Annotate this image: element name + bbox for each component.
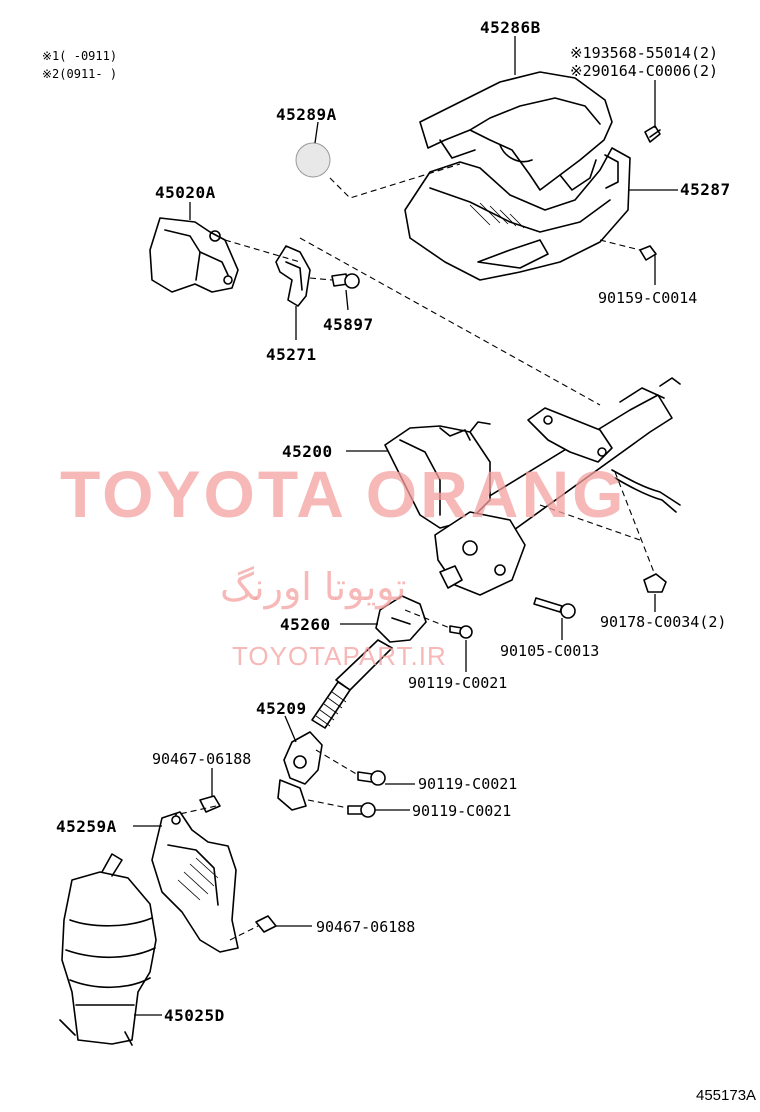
bolt-90119-c [347,802,376,818]
bracket-45271 [275,245,311,307]
boot-45025D [59,853,157,1046]
screw-45897 [331,273,360,289]
watermark-url: TOYOTAPART.IR [232,641,447,671]
label-90119-a: 90119-C0021 [408,674,507,692]
leader-lines [133,36,678,1016]
label-90119-c: 90119-C0021 [412,802,511,820]
nut-90178 [643,573,667,593]
label-90159: 90159-C0014 [598,289,697,307]
bolt-90119-b [357,770,386,786]
cap-45289A [295,142,331,178]
label-45289A: 45289A [276,105,337,124]
bolt-90119-a [449,625,473,639]
label-45020A: 45020A [155,183,216,202]
watermark: TOYOTA ORANG تویوتا اورنگ TOYOTAPART.IR [60,457,626,671]
label-290164: ※290164-C0006(2) [570,62,718,80]
label-45025D: 45025D [164,1006,225,1025]
cover-45259A [151,811,239,953]
lower-column-cover [404,147,631,281]
clip-90467-a [199,795,221,813]
watermark-farsi: تویوتا اورنگ [220,565,407,610]
label-45209: 45209 [256,699,307,718]
steering-column-assembly [384,377,681,596]
label-45897: 45897 [323,315,374,334]
label-45287: 45287 [680,180,731,199]
diagram-code: 455173A [696,1087,756,1104]
label-90119-b: 90119-C0021 [418,775,517,793]
label-90105: 90105-C0013 [500,642,599,660]
part-labels: 45286B ※193568-55014(2) ※290164-C0006(2)… [56,18,731,1025]
clip-90467-b [255,915,277,933]
legend-note-1: ※1( -0911) [42,49,117,63]
screw-top-right [644,80,661,143]
bracket-45020A [149,217,239,293]
watermark-brand: TOYOTA ORANG [60,457,626,531]
label-45200: 45200 [282,442,333,461]
intermediate-shaft-45260 [311,595,427,729]
legend-note-2: ※2(0911- ) [42,67,117,81]
label-90467-a: 90467-06188 [152,750,251,768]
upper-column-cover [419,71,613,191]
label-45259A: 45259A [56,817,117,836]
label-90467-b: 90467-06188 [316,918,415,936]
label-90178: 90178-C0034(2) [600,613,726,631]
label-193568: ※193568-55014(2) [570,44,718,62]
bolt-90105 [533,597,576,619]
screw-90159 [639,245,657,285]
universal-joint-45209 [277,731,323,811]
label-45260: 45260 [280,615,331,634]
label-45271: 45271 [266,345,317,364]
dashed-routing-lines [174,163,656,941]
label-45286B: 45286B [480,18,541,37]
